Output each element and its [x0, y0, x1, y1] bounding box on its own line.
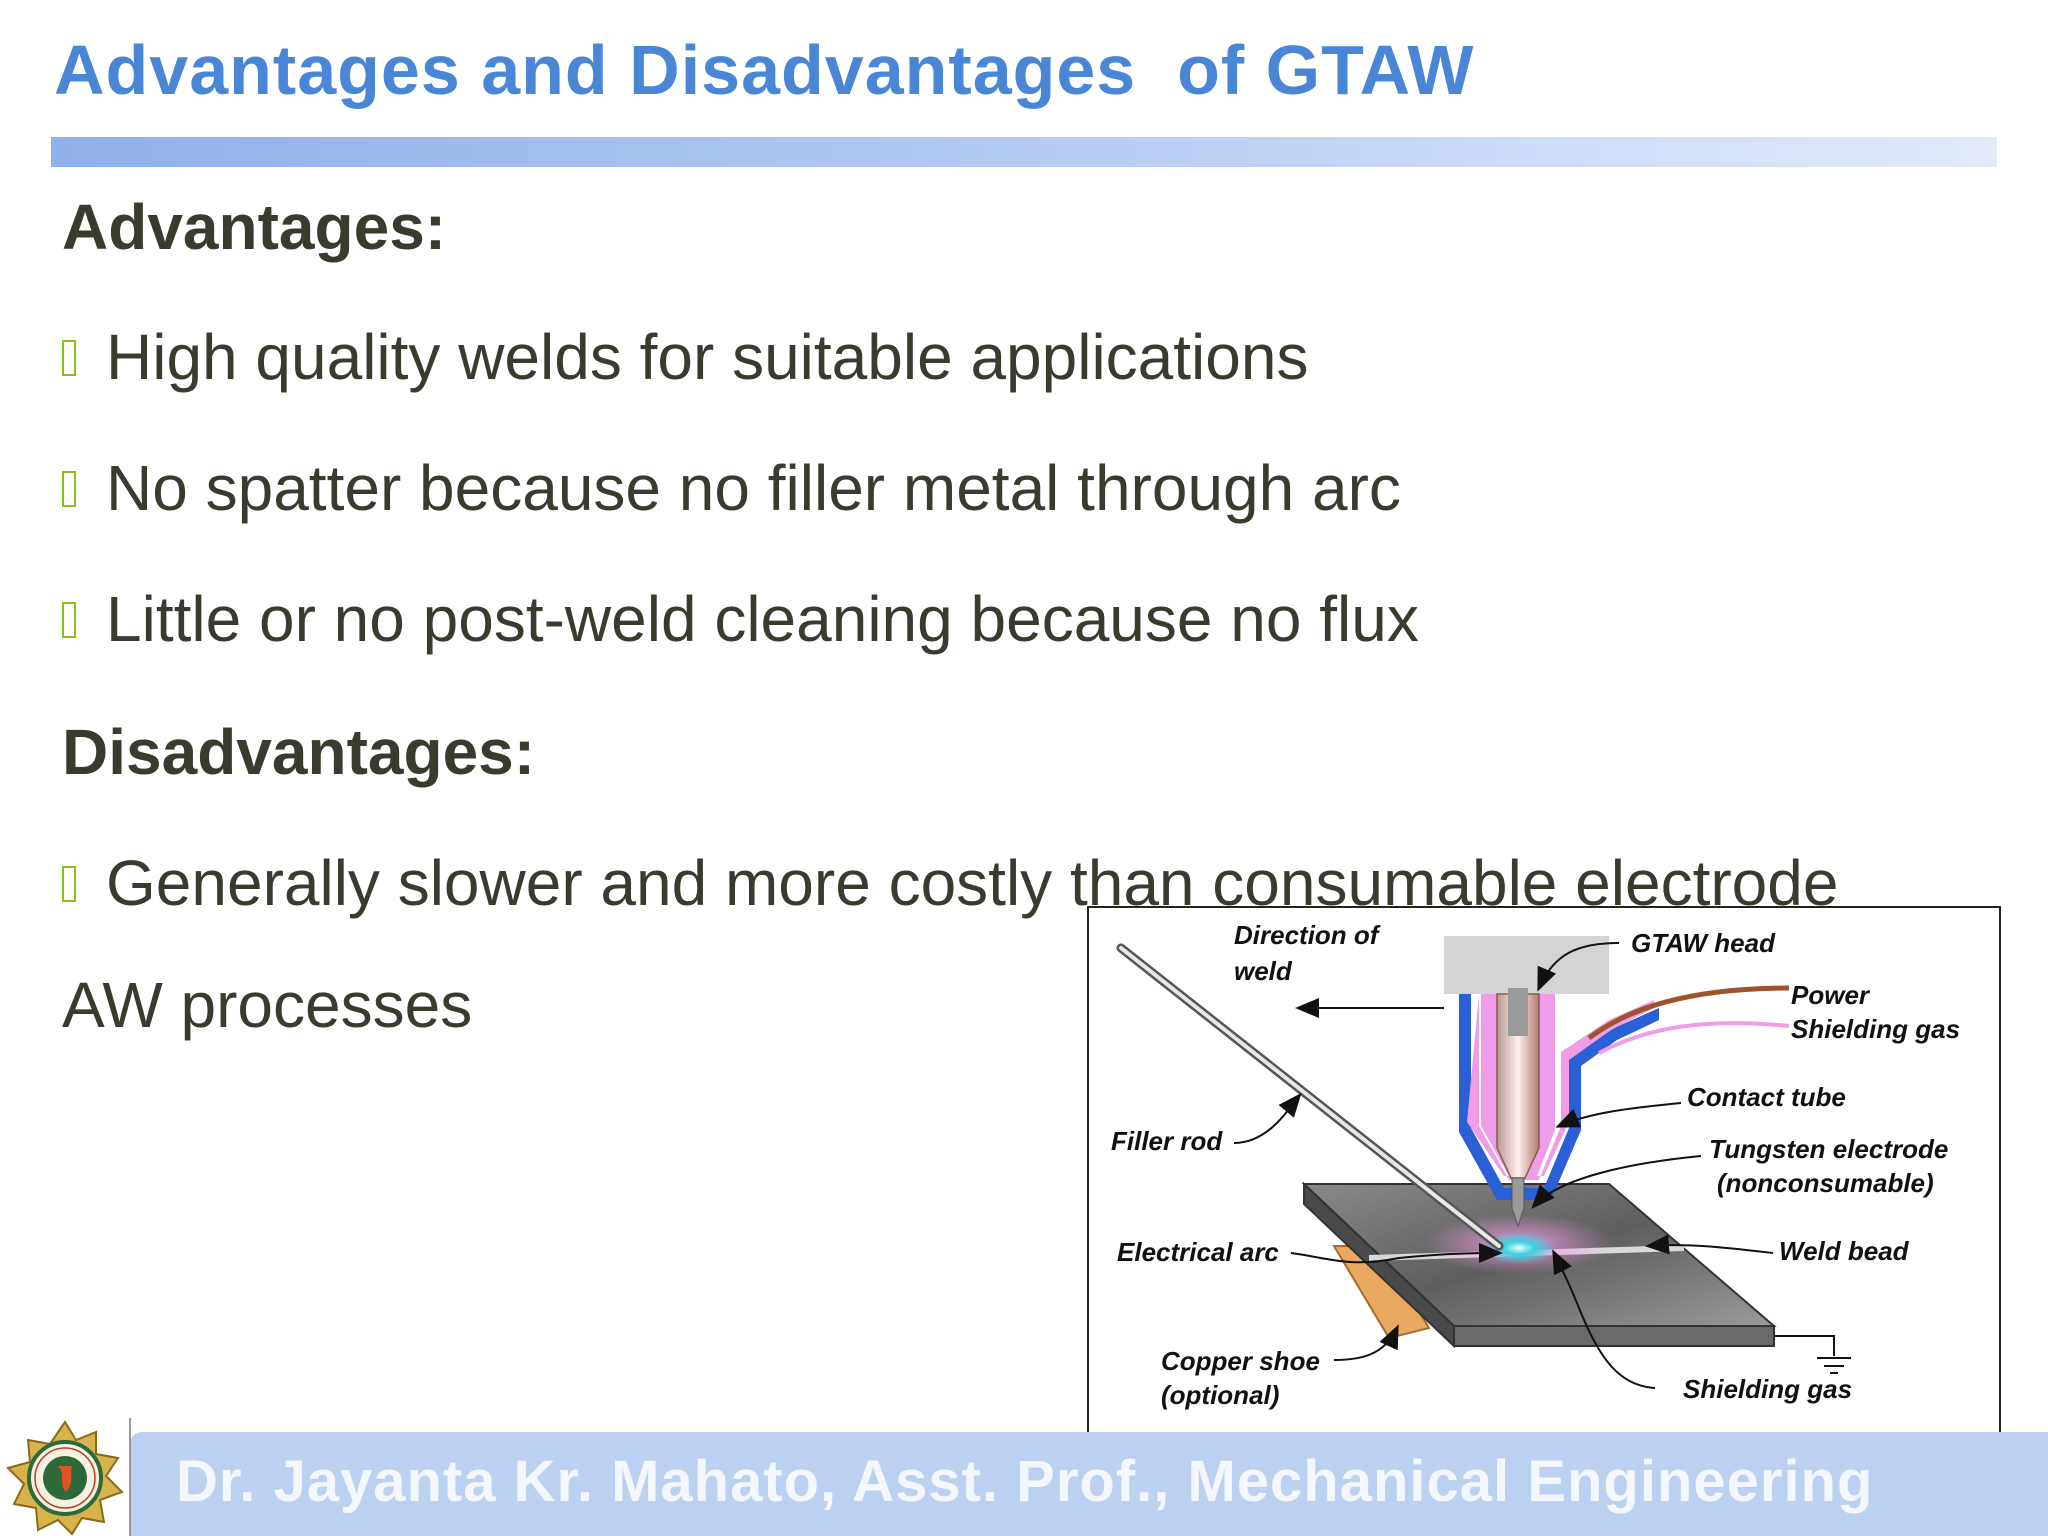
label-copper-line2: (optional)	[1161, 1380, 1279, 1410]
gtaw-diagram: Direction of weld GTAW head Power Shield…	[1087, 906, 2001, 1438]
disadvantages-heading: Disadvantages:	[62, 716, 536, 788]
label-tungsten-line1: Tungsten electrode	[1709, 1134, 1948, 1164]
advantage-item: No spatter because no filler metal throu…	[62, 451, 1401, 525]
label-tungsten-line2: (nonconsumable)	[1717, 1168, 1934, 1198]
label-direction-line1: Direction of	[1234, 920, 1381, 950]
gtaw-diagram-svg: Direction of weld GTAW head Power Shield…	[1111, 920, 1960, 1410]
advantage-item: Little or no post-weld cleaning because …	[62, 582, 1419, 656]
label-filler-rod: Filler rod	[1111, 1126, 1223, 1156]
label-gtaw-head: GTAW head	[1631, 928, 1776, 958]
bullet-icon	[62, 602, 76, 639]
footer-text: Dr. Jayanta Kr. Mahato, Asst. Prof., Mec…	[176, 1449, 1874, 1514]
label-power: Power	[1791, 980, 1871, 1010]
disadvantage-continuation: AW processes	[62, 969, 473, 1041]
label-electrical-arc: Electrical arc	[1117, 1237, 1279, 1267]
label-shielding-gas-bottom: Shielding gas	[1683, 1374, 1852, 1404]
footer-divider	[129, 1418, 131, 1536]
university-logo	[6, 1420, 124, 1536]
advantages-heading: Advantages:	[62, 191, 447, 263]
title-underline-bar	[51, 137, 1997, 167]
bullet-icon	[62, 471, 76, 508]
label-weld-bead: Weld bead	[1779, 1236, 1910, 1266]
label-shielding-gas-top: Shielding gas	[1791, 1014, 1960, 1044]
label-contact-tube: Contact tube	[1687, 1082, 1846, 1112]
label-direction-line2: weld	[1234, 956, 1293, 986]
tungsten-electrode	[1511, 1177, 1525, 1228]
bullet-icon	[62, 866, 76, 903]
label-copper-line1: Copper shoe	[1161, 1346, 1320, 1376]
slide-title: Advantages and Disadvantages of GTAW	[54, 31, 1475, 109]
advantage-item: High quality welds for suitable applicat…	[62, 320, 1308, 394]
footer-band	[130, 1432, 2048, 1536]
gtaw-head	[1444, 936, 1609, 994]
bullet-icon	[62, 340, 76, 377]
